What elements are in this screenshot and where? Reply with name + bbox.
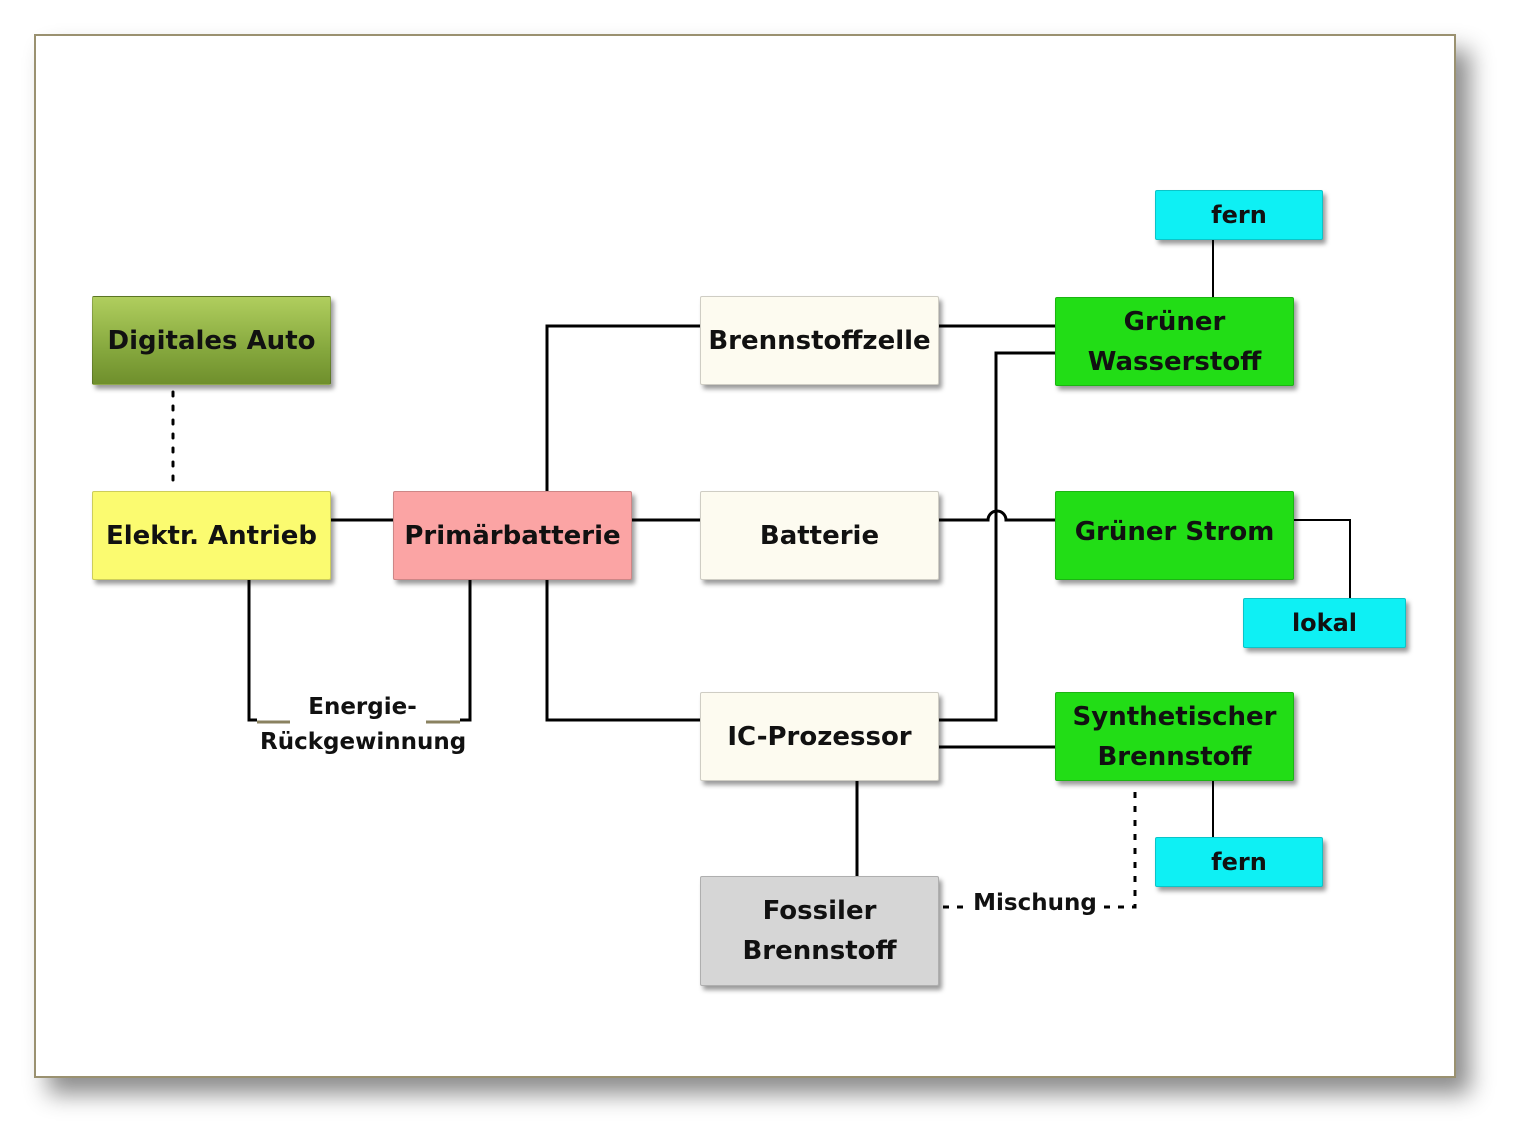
node-lokal-label: lokal	[1291, 609, 1358, 637]
connector-primaer-ic	[545, 580, 702, 722]
node-lokal: lokal	[1243, 598, 1406, 648]
node-synthetischer-brennstoff-line2: Brennstoff	[1097, 741, 1252, 772]
label-energie-rueckgewinnung: Energie- Rückgewinnung	[260, 690, 467, 760]
node-fossiler-brennstoff-line2: Brennstoff	[742, 936, 897, 966]
label-energie-line2: Rückgewinnung	[260, 729, 467, 755]
connector-rueckgewinnung-right	[460, 580, 472, 722]
node-fern-bottom-label: fern	[1211, 848, 1267, 876]
node-gruener-strom: Grüner Strom	[1055, 491, 1294, 580]
node-brennstoffzelle-label: Brennstoffzelle	[708, 325, 931, 356]
label-mischung-text: Mischung	[973, 890, 1097, 916]
node-batterie: Batterie	[700, 491, 939, 580]
node-fern-top: fern	[1155, 190, 1323, 240]
connector-ic-wasserstoff	[939, 351, 1056, 722]
node-gruener-strom-label: Grüner Strom	[1074, 517, 1275, 547]
node-fern-top-label: fern	[1211, 201, 1267, 229]
connector-primaer-brennstoffzelle	[545, 324, 702, 492]
node-primaerbatterie-label: Primärbatterie	[404, 520, 621, 551]
node-primaerbatterie: Primärbatterie	[393, 491, 632, 580]
node-fern-bottom: fern	[1155, 837, 1323, 887]
node-fossiler-brennstoff-line1: Fossiler	[762, 896, 877, 926]
node-batterie-label: Batterie	[759, 520, 880, 551]
connector-strom-lokal	[1294, 519, 1351, 598]
node-ic-prozessor-label: IC-Prozessor	[727, 721, 912, 752]
label-mischung: Mischung	[972, 886, 1098, 921]
node-synthetischer-brennstoff: Synthetischer Brennstoff	[1055, 692, 1294, 781]
node-digitales-auto-label: Digitales Auto	[107, 325, 316, 356]
node-elektr-antrieb: Elektr. Antrieb	[92, 491, 331, 580]
node-gruener-wasserstoff-line2: Wasserstoff	[1087, 346, 1262, 377]
node-gruener-wasserstoff: Grüner Wasserstoff	[1055, 297, 1294, 386]
connector-mischung-right	[1104, 790, 1137, 909]
connector-rueckgewinnung	[247, 580, 257, 722]
label-energie-line1: Energie-	[308, 694, 417, 720]
node-ic-prozessor: IC-Prozessor	[700, 692, 939, 781]
node-elektr-antrieb-label: Elektr. Antrieb	[105, 520, 318, 551]
node-brennstoffzelle: Brennstoffzelle	[700, 296, 939, 385]
node-gruener-wasserstoff-line1: Grüner	[1123, 306, 1226, 337]
node-fossiler-brennstoff: Fossiler Brennstoff	[700, 876, 939, 986]
node-synthetischer-brennstoff-line1: Synthetischer	[1072, 701, 1277, 732]
node-digitales-auto: Digitales Auto	[92, 296, 331, 385]
